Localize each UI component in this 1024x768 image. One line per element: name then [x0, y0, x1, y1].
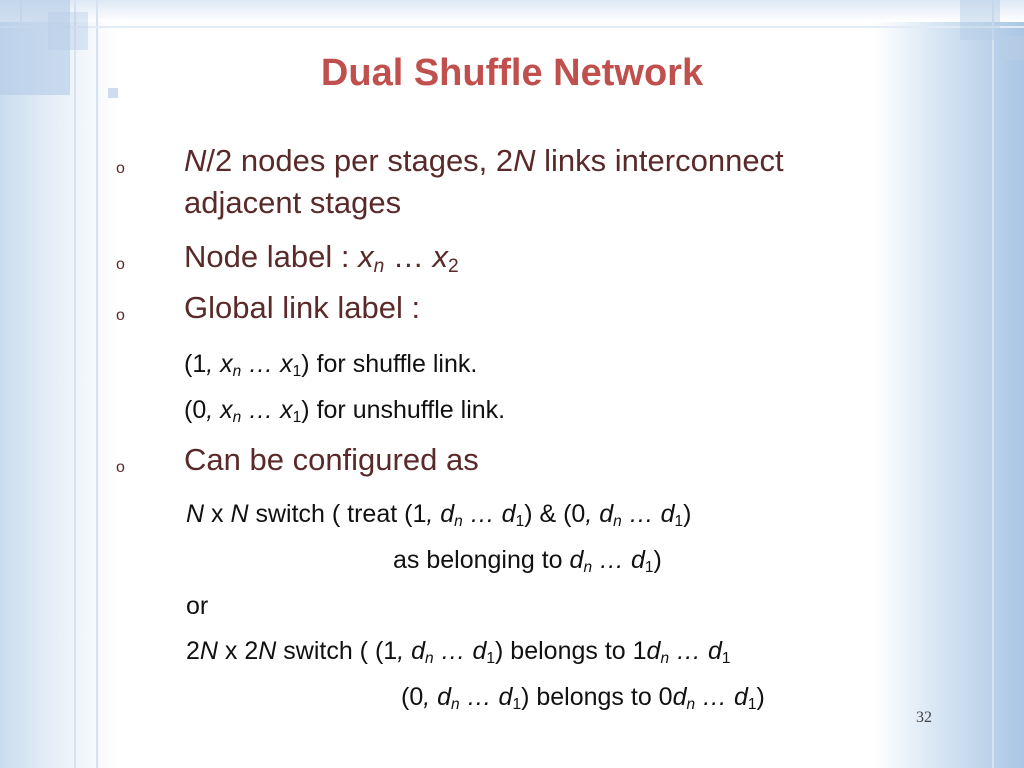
config-nxn-switch: N x N switch ( treat (1, dn … d1) & (0, … — [186, 500, 692, 530]
bullet-marker: o — [116, 256, 125, 273]
bullet-marker: o — [116, 459, 125, 476]
bullet-global-link-label: Global link label : — [184, 290, 421, 325]
decor-square — [48, 12, 88, 50]
decor-line — [96, 0, 98, 768]
bullet-marker: o — [116, 160, 125, 177]
bullet-marker: o — [116, 307, 125, 324]
shuffle-link-label: (1, xn … x1) for shuffle link. — [184, 350, 478, 380]
decor-square — [1000, 36, 1024, 60]
config-or: or — [186, 592, 209, 620]
slide-title: Dual Shuffle Network — [320, 52, 704, 94]
unshuffle-link-label: (0, xn … x1) for unshuffle link. — [184, 396, 506, 426]
decor-square — [108, 88, 118, 98]
decor-line — [992, 0, 994, 768]
bullet-nodes-per-stage-continued: adjacent stages — [184, 185, 402, 220]
background-right-gradient — [874, 0, 1024, 768]
decor-square — [0, 0, 70, 95]
bullet-nodes-per-stage: N/2 nodes per stages, 2N links interconn… — [184, 143, 784, 178]
bullet-configuration: Can be configured as — [184, 442, 479, 477]
decor-line — [0, 26, 1024, 28]
config-2nx2n-belongs-zero: (0, dn … d1) belongs to 0dn … d1) — [401, 683, 765, 713]
config-2nx2n-switch: 2N x 2N switch ( (1, dn … d1) belongs to… — [186, 637, 731, 667]
page-number: 32 — [916, 709, 932, 726]
bullet-node-label: Node label : xn … x2 — [184, 239, 459, 277]
background-top-gradient — [0, 0, 1024, 22]
background-left-gradient — [0, 0, 118, 768]
config-nxn-belonging: as belonging to dn … d1) — [393, 546, 662, 576]
decor-line — [74, 0, 76, 768]
decor-line — [20, 0, 22, 768]
decor-square — [960, 0, 1000, 40]
